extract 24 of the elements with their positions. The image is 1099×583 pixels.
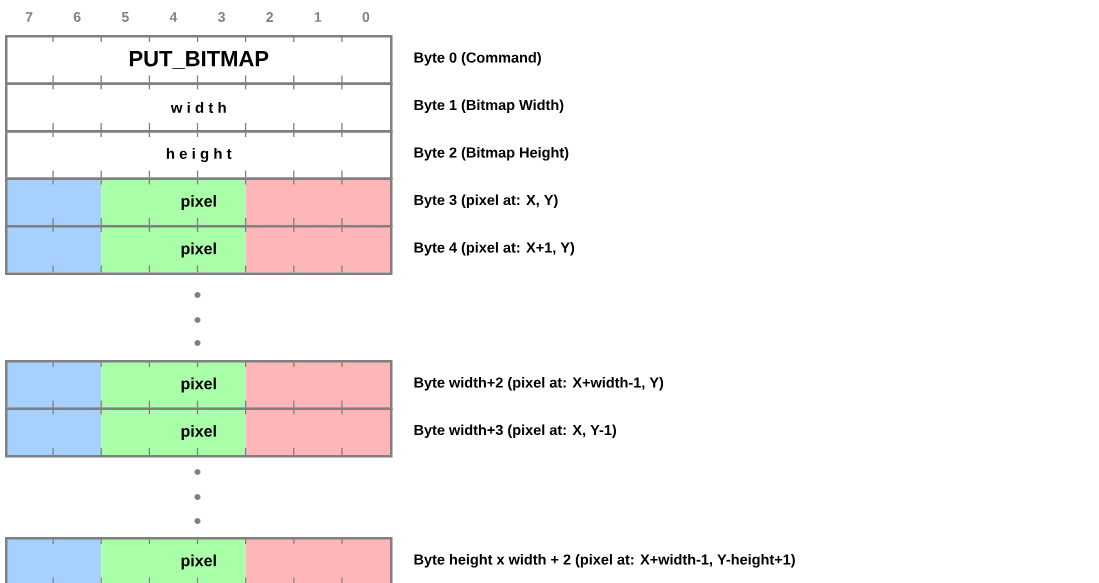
byte-description: Byte 2 (Bitmap Height) <box>414 147 569 161</box>
byte-description: Byte 4 (pixel at: X+1, Y) <box>414 242 575 256</box>
byte-description: Byte width+3 (pixel at: X, Y-1) <box>414 424 616 438</box>
register-row: w i d t h <box>5 81 393 133</box>
bit-number: 0 <box>362 12 370 22</box>
bit-number: 6 <box>73 12 81 22</box>
register-row: PUT_BITMAP <box>5 34 393 85</box>
register-row: pixel <box>5 176 393 228</box>
bit-number: 1 <box>314 12 322 22</box>
bit-number: 7 <box>25 12 33 22</box>
byte-description: Byte 1 (Bitmap Width) <box>414 99 564 113</box>
register-row: pixel <box>5 406 393 458</box>
register-row: pixel <box>5 536 393 583</box>
byte-description: Byte 3 (pixel at: X, Y) <box>414 194 558 208</box>
bit-number: 3 <box>218 12 225 22</box>
bit-number: 2 <box>266 12 274 22</box>
bit-number: 4 <box>169 12 178 22</box>
bit-number: 5 <box>121 12 129 22</box>
byte-description: Byte width+2 (pixel at: X+width-1, Y) <box>414 377 664 391</box>
register-row: h e i g h t <box>5 129 393 180</box>
byte-description: Byte 0 (Command) <box>414 52 541 66</box>
register-row: pixel <box>5 359 393 410</box>
byte-description: Byte height x width + 2 (pixel at: X+width-1, Y-height+1) <box>414 554 795 568</box>
register-row: pixel <box>5 224 393 275</box>
